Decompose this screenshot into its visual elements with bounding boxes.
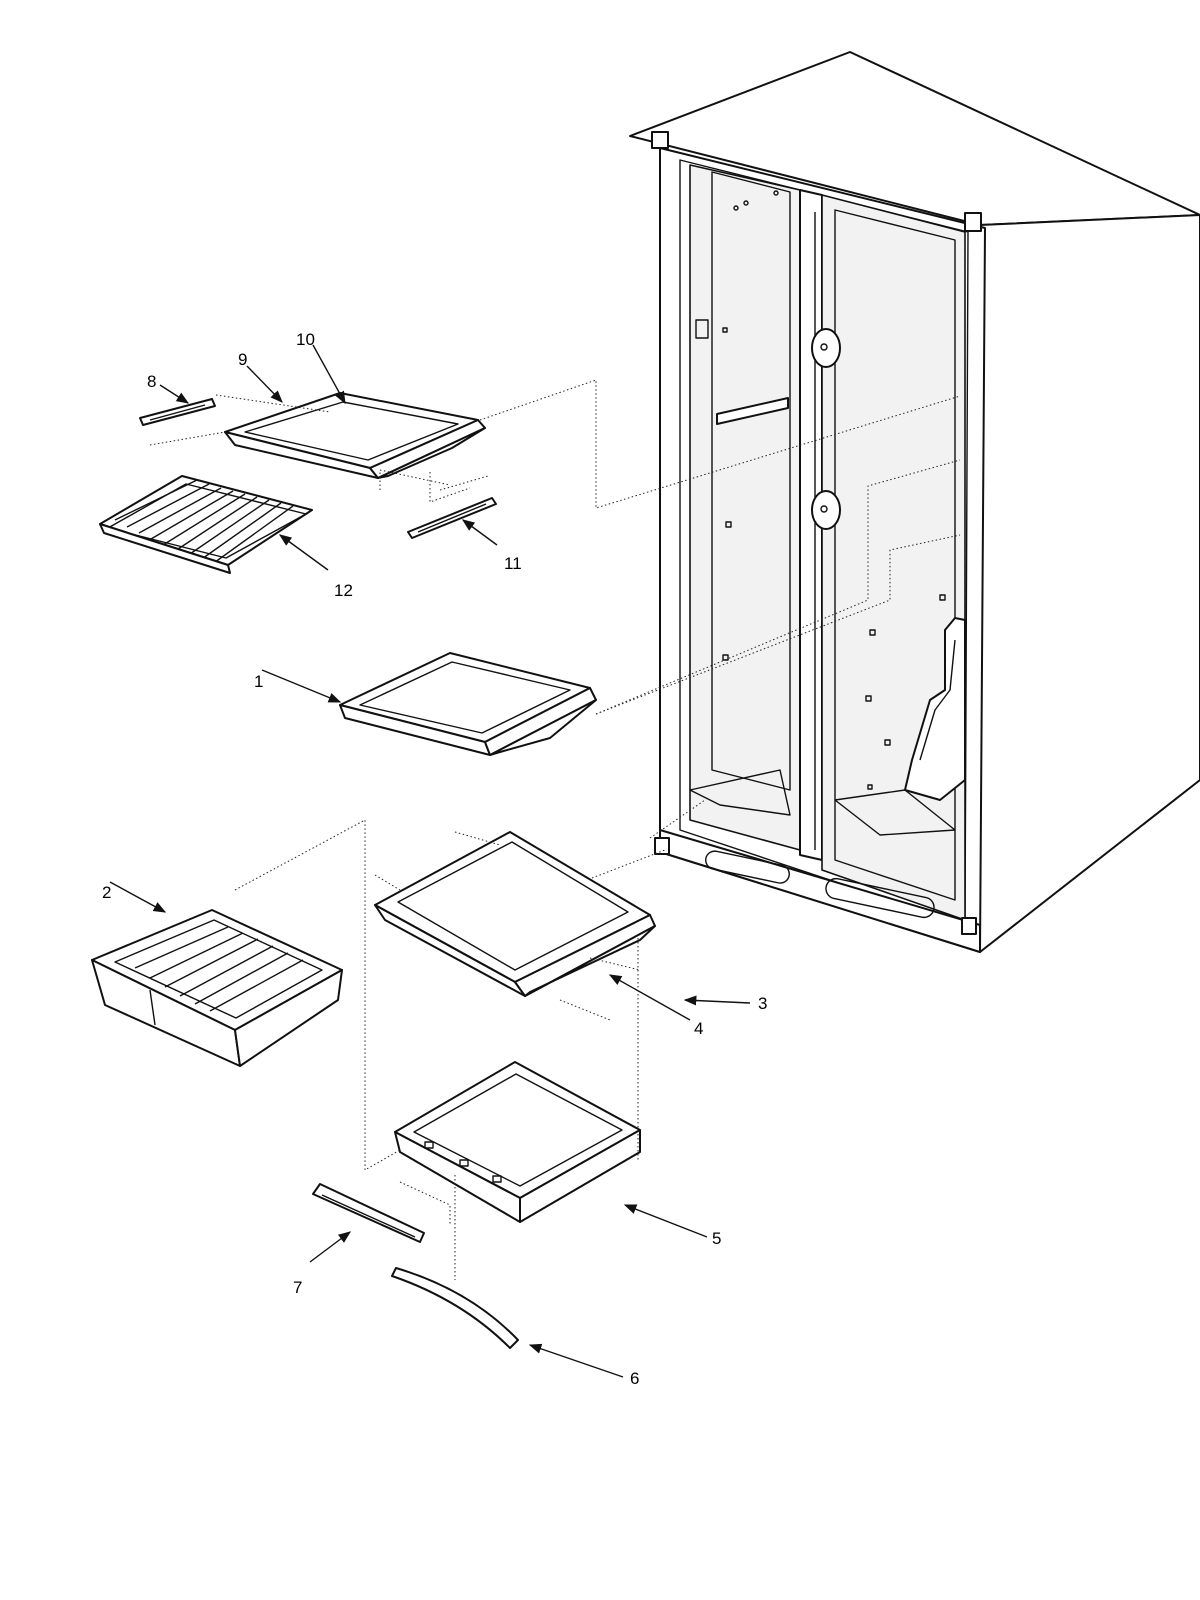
callout-1: 1 bbox=[254, 672, 263, 691]
callout-labels: 8 9 10 11 12 1 2 3 4 5 6 7 bbox=[102, 330, 767, 1388]
callout-2: 2 bbox=[102, 883, 111, 902]
callout-7: 7 bbox=[293, 1278, 302, 1297]
refrigerator-cabinet bbox=[629, 51, 1200, 953]
callout-4: 4 bbox=[694, 1019, 703, 1038]
part-7-slide bbox=[312, 1183, 425, 1243]
callout-8: 8 bbox=[147, 372, 156, 391]
part-12-wire-basket bbox=[99, 475, 313, 574]
part-5-drawer-frame bbox=[394, 1061, 641, 1223]
callout-10: 10 bbox=[296, 330, 315, 349]
part-4-shelf bbox=[374, 831, 656, 997]
callout-3: 3 bbox=[758, 994, 767, 1013]
part-10-shelf bbox=[224, 392, 486, 479]
part-8-shelf-rail bbox=[139, 398, 216, 426]
callout-11: 11 bbox=[504, 554, 522, 573]
part-1-shelf bbox=[339, 652, 597, 756]
part-2-crisper-drawer bbox=[91, 909, 343, 1067]
callout-6: 6 bbox=[630, 1369, 639, 1388]
assembly-lines bbox=[149, 379, 961, 1280]
part-6-trim bbox=[391, 1267, 519, 1349]
callout-9: 9 bbox=[238, 350, 247, 369]
callout-12: 12 bbox=[334, 581, 353, 600]
callout-5: 5 bbox=[712, 1229, 721, 1248]
leaders bbox=[109, 344, 751, 1378]
part-11-shelf-rail bbox=[407, 497, 497, 539]
